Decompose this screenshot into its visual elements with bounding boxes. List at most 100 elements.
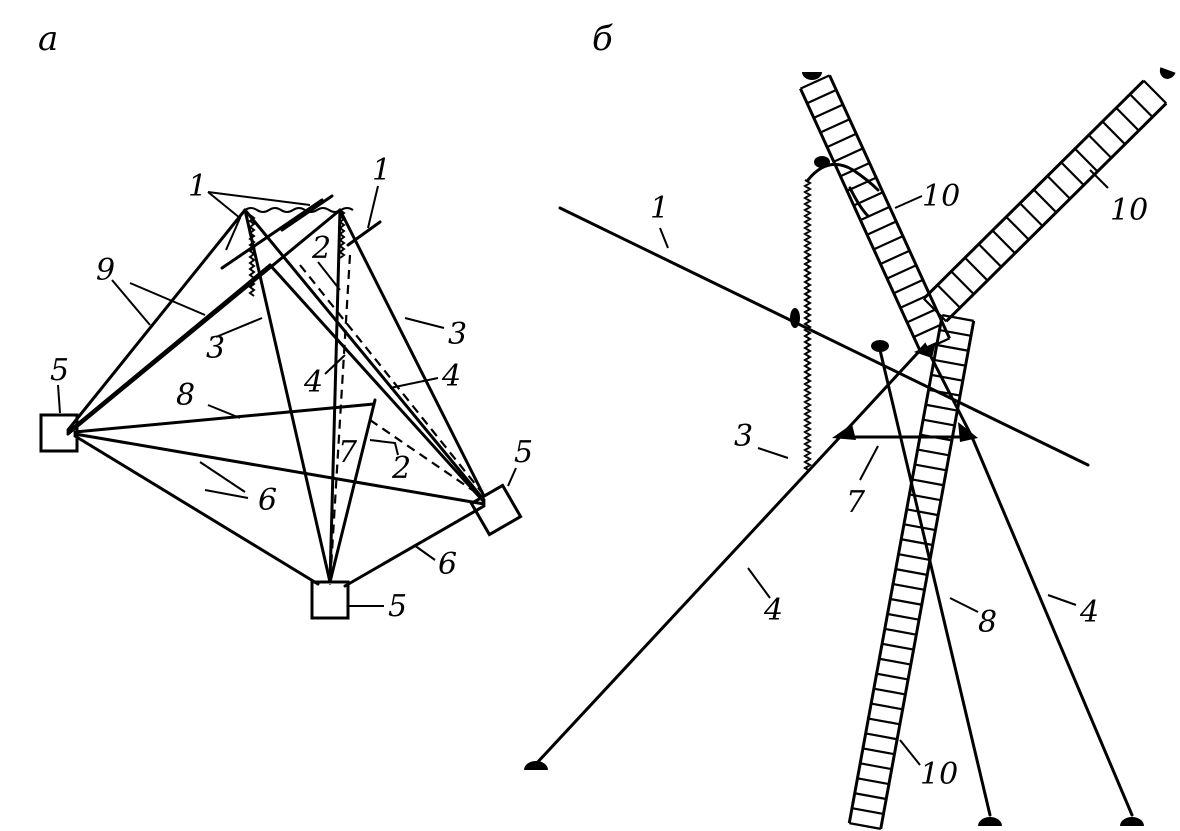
leader-1a bbox=[207, 191, 242, 251]
label-6b: 6 bbox=[438, 547, 457, 582]
ladder-rung bbox=[936, 284, 961, 309]
frame-7 bbox=[836, 342, 975, 439]
ladder-rung bbox=[799, 74, 831, 90]
label-7: 7 bbox=[338, 435, 358, 470]
label-5b: 5 bbox=[388, 589, 407, 624]
guy-4-left bbox=[533, 435, 842, 767]
rope-9c bbox=[66, 208, 342, 436]
ladder-rung bbox=[876, 672, 909, 681]
top-anchor-left bbox=[802, 72, 822, 80]
ladder-rung bbox=[906, 308, 937, 324]
label-4a: 4 bbox=[303, 365, 323, 400]
ladder-rung bbox=[860, 762, 892, 771]
ladder-rung bbox=[862, 747, 895, 756]
ladder-rung bbox=[819, 118, 851, 134]
ladder-rung bbox=[913, 322, 944, 339]
panel-a: а bbox=[38, 19, 533, 624]
ladder-rung bbox=[977, 243, 1003, 268]
ladder-rung bbox=[1074, 147, 1099, 173]
leader-6c bbox=[413, 544, 436, 561]
line-1 bbox=[558, 206, 1090, 467]
ladder-rung bbox=[884, 627, 917, 636]
ladder-rung bbox=[911, 478, 944, 487]
ladder-rung bbox=[936, 343, 969, 352]
ladder-rung bbox=[942, 314, 974, 322]
rope-6b bbox=[73, 434, 320, 586]
ladder-rung bbox=[849, 822, 881, 830]
dashed-2a bbox=[299, 264, 485, 496]
label-b7: 7 bbox=[846, 485, 866, 520]
ladder-rung bbox=[887, 612, 920, 621]
label-b4a: 4 bbox=[763, 593, 783, 628]
ladder-rung bbox=[1019, 202, 1044, 227]
panel-b-letter: б bbox=[592, 19, 613, 59]
ladder-rung bbox=[914, 463, 947, 472]
leader-8 bbox=[207, 404, 241, 419]
rope-mid-right bbox=[268, 263, 486, 504]
ground-anchor-mid bbox=[978, 817, 1002, 826]
ladder-bottom bbox=[847, 314, 976, 830]
label-5c: 5 bbox=[514, 435, 533, 470]
leader-6a bbox=[199, 461, 246, 493]
rope-center bbox=[328, 208, 342, 584]
leader-1b bbox=[207, 191, 311, 206]
ladder-rung bbox=[866, 220, 897, 236]
rope-9a bbox=[66, 208, 247, 432]
ladder-rung bbox=[806, 88, 837, 105]
leader-b4a bbox=[747, 567, 771, 599]
ladder-rung bbox=[881, 642, 914, 651]
ladder-rung bbox=[1087, 134, 1113, 159]
panel-a-letter: а bbox=[38, 19, 58, 59]
ladder-rung bbox=[893, 278, 924, 295]
ladder-rung bbox=[813, 103, 844, 119]
ladder-rung bbox=[895, 568, 928, 576]
ladder-rung bbox=[879, 657, 912, 666]
label-b10b: 10 bbox=[1110, 193, 1148, 228]
label-1b: 1 bbox=[372, 153, 391, 188]
ladder-rung bbox=[886, 264, 917, 280]
ground-anchor-left bbox=[524, 761, 548, 770]
leader-b4b bbox=[1047, 594, 1077, 606]
ladder-rung bbox=[859, 205, 891, 222]
rope-top-right bbox=[243, 208, 486, 502]
frame-corner-top bbox=[914, 342, 936, 358]
ladder-rung bbox=[1005, 216, 1030, 241]
leader-3a bbox=[215, 317, 263, 338]
ladder-rung bbox=[826, 132, 857, 149]
leader-b7 bbox=[859, 445, 879, 481]
leader-9b bbox=[129, 282, 206, 316]
anchor-block-left bbox=[39, 413, 79, 453]
ladder-rung bbox=[1129, 93, 1154, 118]
leader-5a bbox=[57, 384, 61, 414]
leader-b10a bbox=[894, 195, 923, 209]
ladder-rung bbox=[933, 358, 966, 367]
ladder-rung bbox=[950, 270, 975, 295]
ladder-rung bbox=[868, 717, 901, 726]
pulley-top bbox=[814, 156, 830, 168]
rope-8 bbox=[73, 402, 376, 434]
ladder-rung bbox=[906, 508, 939, 517]
leader-4b bbox=[389, 377, 439, 389]
rope-3-right bbox=[338, 208, 486, 498]
ladder-rung bbox=[964, 256, 989, 282]
ladder-rung bbox=[833, 147, 864, 163]
label-6a: 6 bbox=[258, 483, 277, 518]
ladder-rung bbox=[917, 448, 950, 457]
ladder-rung bbox=[903, 523, 936, 532]
ladder-rung bbox=[1142, 79, 1168, 105]
ladder-rail bbox=[922, 79, 1145, 300]
rope-3-hook bbox=[806, 162, 880, 192]
panel-b: б bbox=[524, 19, 1176, 830]
ladder-rung bbox=[1060, 161, 1085, 186]
guy-4-right bbox=[970, 435, 1134, 817]
ladder-rung bbox=[854, 792, 887, 801]
ladder-rung bbox=[873, 687, 906, 696]
guy-8 bbox=[878, 348, 992, 817]
leader-5c bbox=[507, 467, 517, 487]
ladder-rung bbox=[1046, 175, 1071, 200]
ladder-rung bbox=[1032, 188, 1058, 214]
label-2b: 2 bbox=[391, 451, 411, 486]
label-b3: 3 bbox=[734, 419, 753, 454]
top-anchor-right bbox=[1159, 67, 1176, 79]
